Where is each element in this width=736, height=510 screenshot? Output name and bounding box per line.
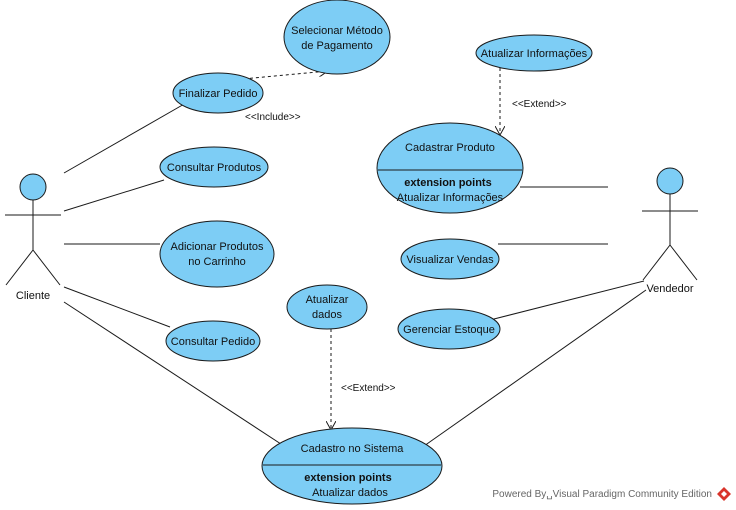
extend-label-bottom: <<Extend>> (341, 383, 396, 394)
actor-vendedor-leg-right (669, 244, 698, 281)
assoc-cliente-consultar-pedido[interactable] (63, 286, 171, 328)
assoc-cliente-finalizar-pedido[interactable] (63, 102, 187, 174)
actor-cliente[interactable]: Cliente (5, 173, 61, 302)
actor-cliente-leg-right (32, 249, 61, 286)
use-case-selecionar-metodo-pagamento[interactable]: Selecionar Método de Pagamento (283, 0, 391, 75)
assoc-vendedor-cadastro-sistema[interactable] (423, 289, 647, 447)
extend-label-top: <<Extend>> (512, 99, 567, 110)
visual-paradigm-logo-icon (717, 487, 731, 501)
actor-vendedor-head (656, 167, 684, 195)
use-case-gerenciar-estoque[interactable]: Gerenciar Estoque (397, 308, 501, 350)
use-case-ellipse (286, 284, 368, 330)
use-case-label: Cadastrar Produto (405, 142, 495, 154)
actor-vendedor[interactable]: Vendedor (642, 167, 698, 295)
use-case-label-line2: no Carrinho (188, 256, 245, 268)
extension-points-title: extension points (304, 472, 391, 484)
actor-vendedor-label: Vendedor (646, 283, 693, 295)
use-case-ellipse (165, 320, 261, 362)
use-case-visualizar-vendas[interactable]: Visualizar Vendas (400, 238, 500, 280)
use-case-label: Consultar Pedido (171, 336, 255, 348)
actor-cliente-head (19, 173, 47, 201)
use-case-atualizar-dados[interactable]: Atualizar dados (286, 284, 368, 330)
actor-vendedor-leg-left (642, 244, 671, 281)
use-case-label-line1: Adicionar Produtos (171, 241, 264, 253)
include-label: <<Include>> (245, 112, 301, 123)
use-case-cadastrar-produto[interactable]: Cadastrar Produto extension points Atual… (376, 122, 524, 214)
use-case-label: Visualizar Vendas (406, 254, 494, 266)
use-case-ellipse (397, 308, 501, 350)
use-case-finalizar-pedido[interactable]: Finalizar Pedido (172, 72, 264, 114)
use-case-ellipse (475, 34, 593, 72)
actor-cliente-leg-left (5, 249, 34, 286)
use-case-consultar-produtos[interactable]: Consultar Produtos (159, 146, 269, 188)
use-case-label: Cadastro no Sistema (301, 443, 405, 455)
use-case-label: Finalizar Pedido (179, 88, 258, 100)
use-case-ellipse (261, 427, 443, 505)
extension-point-item: Atualizar Informações (397, 192, 504, 204)
powered-by-label: Powered By␣Visual Paradigm Community Edi… (492, 489, 712, 500)
use-case-consultar-pedido[interactable]: Consultar Pedido (165, 320, 261, 362)
use-case-atualizar-informacoes[interactable]: Atualizar Informações (475, 34, 593, 72)
include-arrow[interactable] (231, 71, 328, 81)
use-case-label-line1: Selecionar Método (291, 25, 383, 37)
actor-cliente-label: Cliente (16, 290, 50, 302)
use-case-ellipse (159, 220, 275, 288)
use-case-ellipse (283, 0, 391, 75)
use-case-ellipse (172, 72, 264, 114)
assoc-cliente-cadastro-sistema[interactable] (63, 301, 285, 447)
use-case-ellipse (376, 122, 524, 214)
use-case-cadastro-no-sistema[interactable]: Cadastro no Sistema extension points Atu… (261, 427, 443, 505)
use-case-label-line2: dados (312, 309, 342, 321)
extension-point-item: Atualizar dados (312, 487, 388, 499)
use-case-ellipse (400, 238, 500, 280)
use-case-label: Atualizar Informações (481, 48, 588, 60)
use-case-label: Consultar Produtos (167, 162, 262, 174)
use-case-adicionar-produtos-carrinho[interactable]: Adicionar Produtos no Carrinho (159, 220, 275, 288)
use-case-label-line1: Atualizar (306, 294, 349, 306)
assoc-cliente-consultar-produtos[interactable] (63, 179, 165, 212)
use-case-label: Gerenciar Estoque (403, 324, 495, 336)
extension-points-title: extension points (404, 177, 491, 189)
assoc-vendedor-gerenciar-estoque[interactable] (489, 280, 645, 321)
use-case-label-line2: de Pagamento (301, 40, 373, 52)
use-case-ellipse (159, 146, 269, 188)
